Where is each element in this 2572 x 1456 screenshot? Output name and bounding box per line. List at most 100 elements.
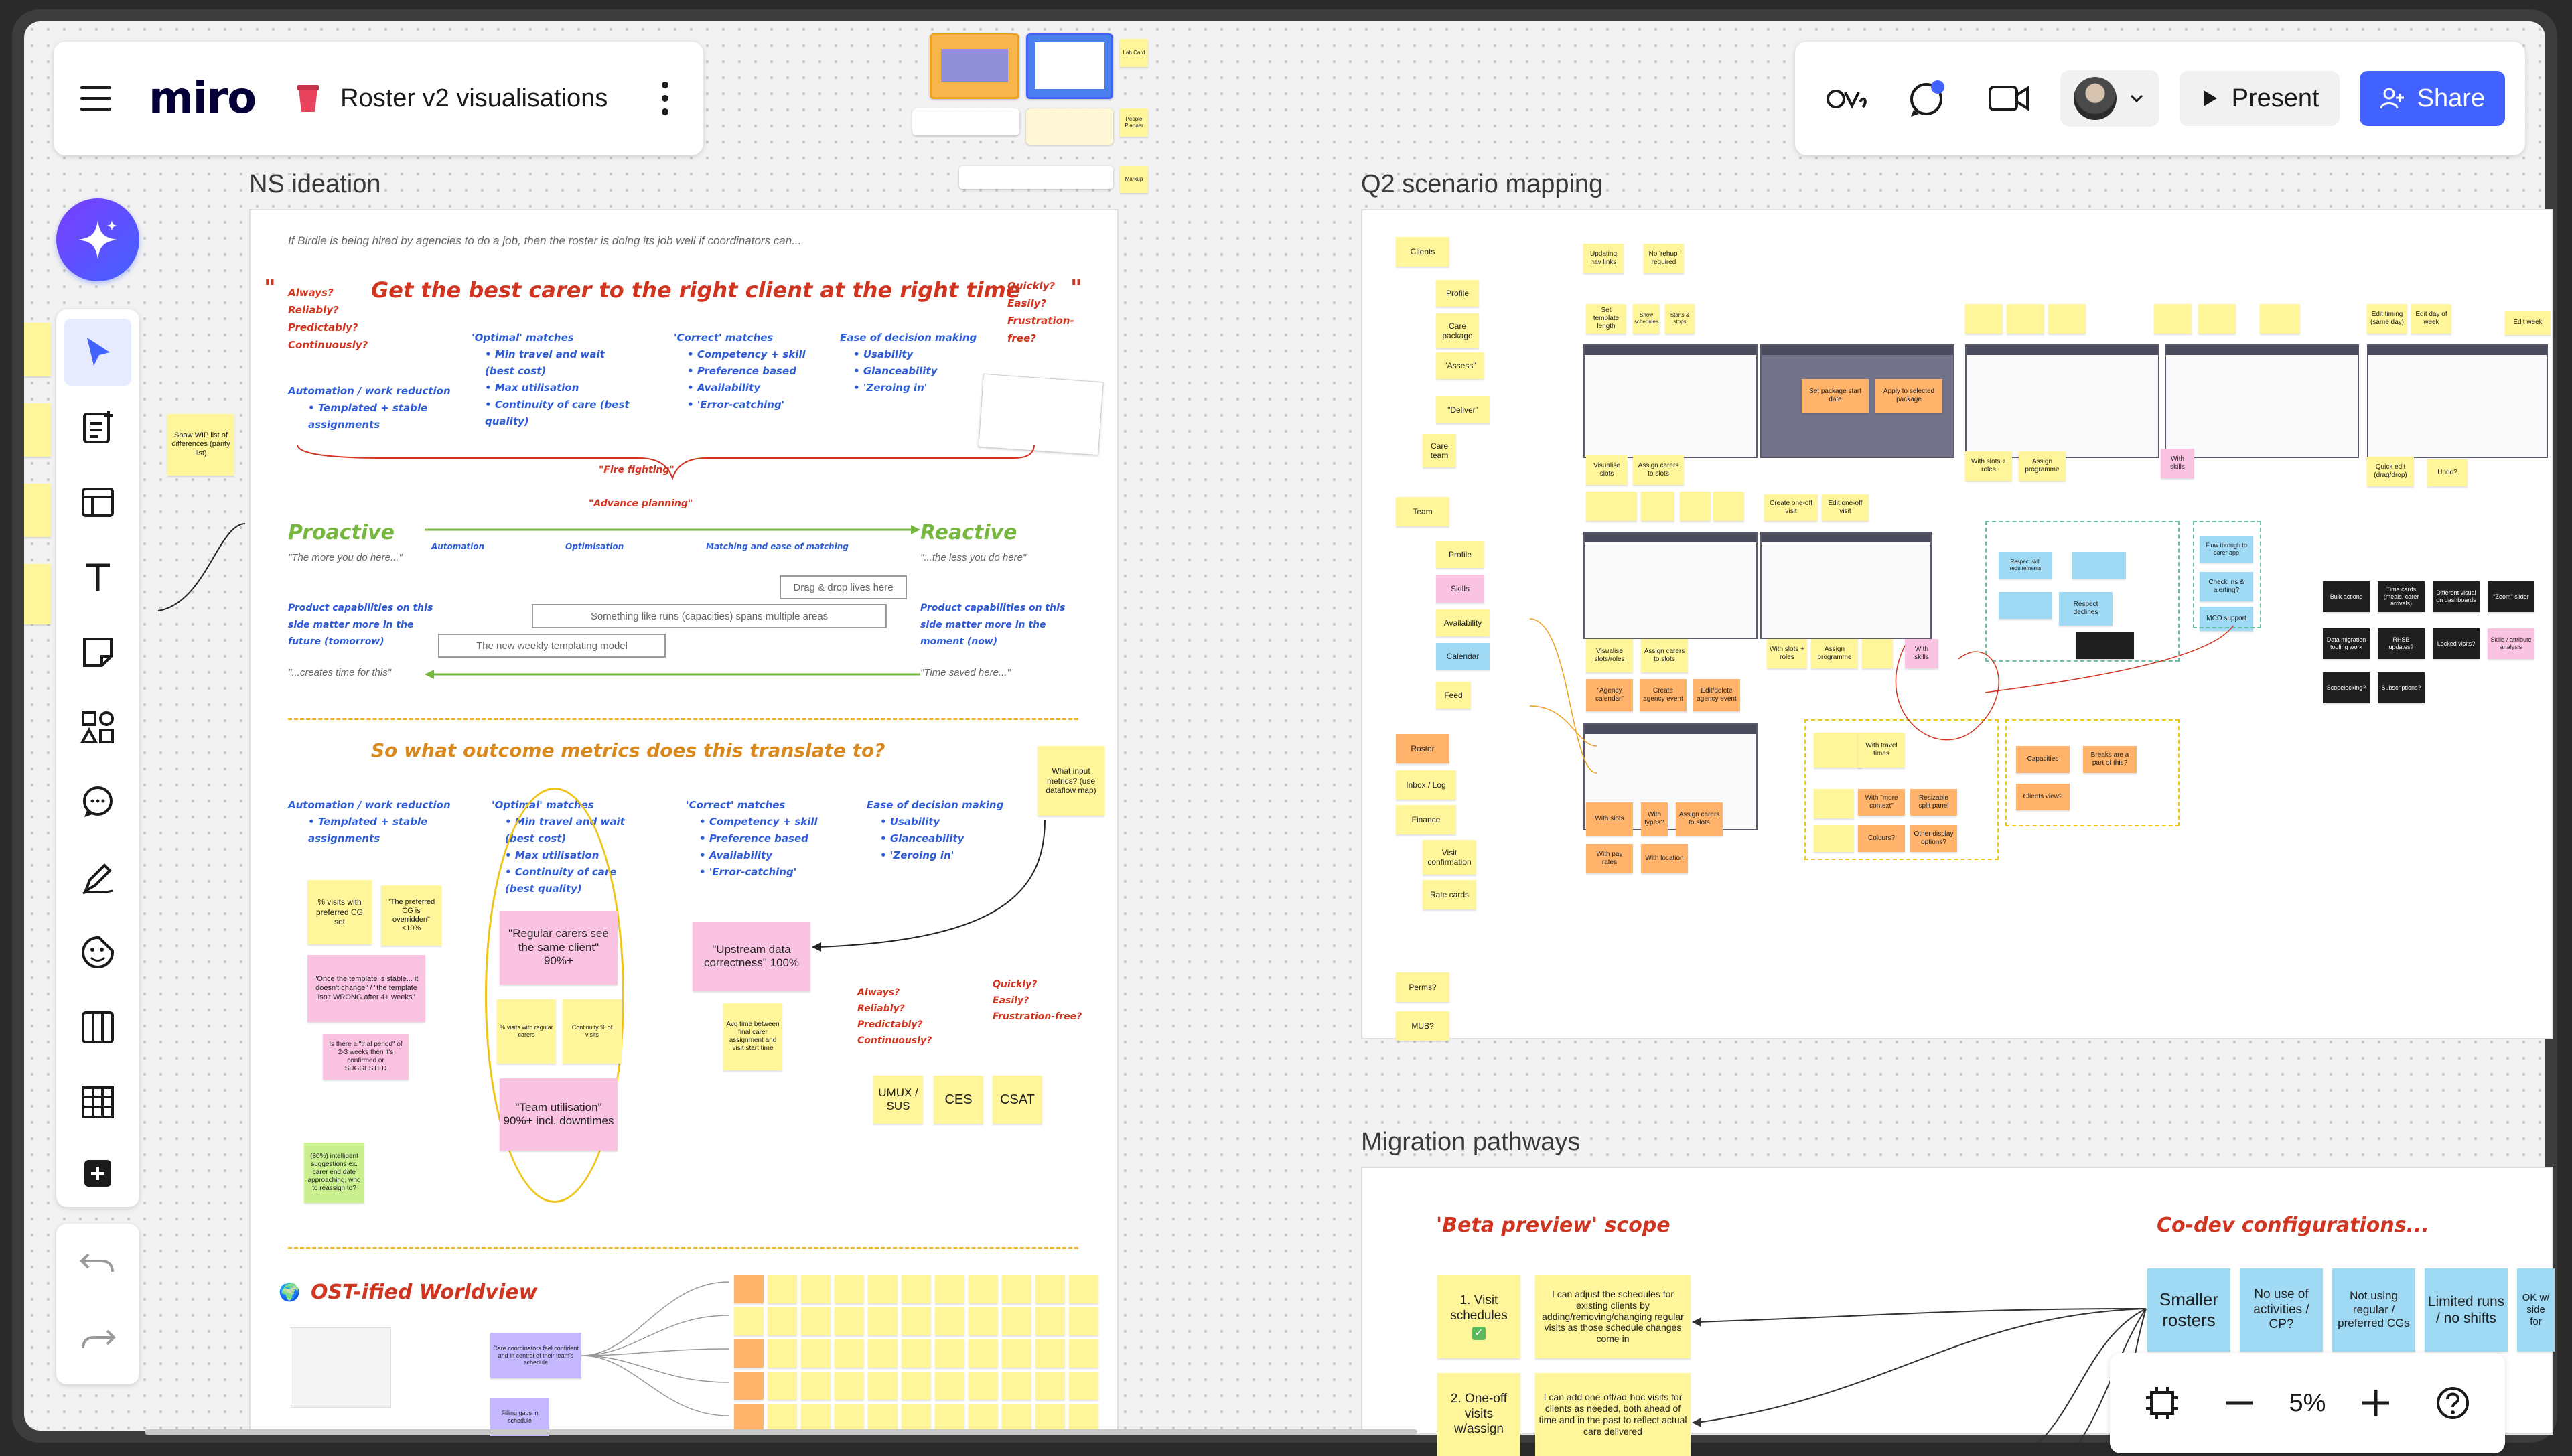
q2-sticky-slots-roles[interactable]: With slots + roles (1965, 451, 2012, 481)
redo-icon[interactable] (71, 1312, 125, 1366)
q2-left-sticky[interactable]: Profile (1436, 541, 1484, 568)
ost-sticky[interactable] (868, 1339, 898, 1368)
ai-assist-button[interactable] (56, 198, 139, 281)
sticky-visits[interactable]: % visits with preferred CG set (307, 880, 372, 944)
q2-sticky-dark[interactable]: Subscriptions? (2378, 672, 2425, 703)
kanban-tool[interactable] (64, 994, 131, 1061)
thumbnail-1[interactable] (930, 33, 1019, 99)
sticky-preferred[interactable]: "The preferred CG is overridden" <10% (381, 885, 441, 946)
fit-to-screen-icon[interactable] (2135, 1376, 2189, 1430)
q2-left-sticky[interactable]: Inbox / Log (1396, 770, 1456, 800)
ost-sticky[interactable] (935, 1404, 964, 1432)
ost-sticky[interactable] (1069, 1372, 1098, 1400)
ost-sticky[interactable] (868, 1404, 898, 1432)
frame-title-migration[interactable]: Migration pathways (1361, 1128, 1581, 1156)
templates-tool[interactable] (64, 394, 131, 461)
ost-sticky[interactable] (1069, 1307, 1098, 1335)
q2-left-sticky[interactable]: Profile (1436, 280, 1479, 307)
q2-sticky-flow-carer-app[interactable]: Flow through to carer app (2200, 536, 2253, 563)
sticky-regular-carers[interactable]: "Regular carers see the same client" 90%… (500, 911, 618, 985)
ost-sticky[interactable] (768, 1339, 797, 1368)
sticky-wip-note[interactable]: Show WIP list of differences (parity lis… (167, 414, 234, 476)
q2-sticky-with-skills-2[interactable]: With skills (1905, 639, 1938, 668)
q2-left-sticky[interactable]: Team (1396, 497, 1449, 526)
sticky-ok-side[interactable]: OK w/ side for (2517, 1268, 2555, 1352)
ost-sticky[interactable] (1069, 1275, 1098, 1303)
q2-sticky-dark[interactable]: Time cards (meals, carer arrivals) (2378, 581, 2425, 612)
screenshot-6[interactable] (1583, 532, 1758, 639)
q2-sticky-edit-week[interactable]: Edit week (2505, 311, 2551, 335)
ost-sticky[interactable] (969, 1275, 998, 1303)
sticky-limited-runs[interactable]: Limited runs / no shifts (2425, 1268, 2508, 1352)
sticky-ost-center[interactable]: Care coordinators feel confident and in … (490, 1333, 581, 1378)
zoom-out-icon[interactable] (2212, 1376, 2266, 1430)
q2-sticky-edit-day[interactable]: Edit day of week (2411, 304, 2451, 334)
text-tool[interactable] (64, 544, 131, 611)
ost-sticky[interactable] (969, 1404, 998, 1432)
ost-sticky[interactable] (1035, 1275, 1065, 1303)
sticky-trial[interactable]: Is there a "trial period" of 2-3 weeks t… (323, 1034, 409, 1080)
present-button[interactable]: Present (2179, 71, 2340, 126)
q2-sticky-resizable[interactable]: Resizable split panel (1910, 789, 1957, 816)
q2-sticky-colours[interactable]: Colours? (1858, 825, 1905, 852)
q2-sticky-with-slots[interactable]: With slots (1586, 802, 1633, 836)
ost-sticky[interactable] (835, 1307, 864, 1335)
q2-left-sticky[interactable]: Roster (1396, 734, 1449, 763)
q2-left-sticky[interactable]: Calendar (1436, 643, 1490, 670)
q2-sticky-dark[interactable]: Data migration tooling work (2323, 628, 2370, 659)
user-menu[interactable] (2060, 70, 2159, 127)
shapes-tool[interactable] (64, 694, 131, 761)
ost-sticky[interactable] (734, 1307, 764, 1335)
reactions-icon[interactable] (1815, 68, 1877, 129)
q2-sticky-extra[interactable] (1862, 639, 1893, 668)
hamburger-menu-icon[interactable] (80, 85, 111, 112)
ost-sticky[interactable] (734, 1404, 764, 1432)
ost-sticky[interactable] (768, 1372, 797, 1400)
ost-sticky[interactable] (969, 1339, 998, 1368)
screenshot-4[interactable] (2165, 344, 2359, 458)
ost-sticky[interactable] (1035, 1307, 1065, 1335)
q2-sticky-extra[interactable] (1999, 592, 2052, 619)
ost-sticky[interactable] (734, 1372, 764, 1400)
ost-sticky[interactable] (935, 1275, 964, 1303)
zoom-level[interactable]: 5% (2289, 1388, 2326, 1417)
ost-sticky[interactable] (1002, 1339, 1031, 1368)
q2-left-sticky[interactable]: MUB? (1396, 1011, 1449, 1041)
q2-sticky-assign-programme[interactable]: Assign programme (2019, 451, 2066, 481)
select-tool[interactable] (64, 319, 131, 386)
q2-sticky-respect-skills[interactable]: Respect skill requirements (1999, 552, 2052, 579)
horizontal-scrollbar[interactable] (145, 1429, 1417, 1435)
q2-sticky-dark[interactable]: Locked visits? (2433, 628, 2480, 659)
comments-icon[interactable] (1897, 68, 1958, 129)
q2-sticky-extra[interactable] (1586, 492, 1637, 521)
pen-tool[interactable] (64, 844, 131, 911)
ost-sticky[interactable] (969, 1307, 998, 1335)
frame-ns-ideation[interactable]: If Birdie is being hired by agencies to … (249, 209, 1119, 1436)
ost-sticky[interactable] (801, 1372, 831, 1400)
q2-sticky-nav[interactable]: Updating nav links (1583, 244, 1624, 273)
ost-sticky[interactable] (868, 1307, 898, 1335)
q2-left-sticky[interactable]: Care team (1423, 434, 1456, 467)
q2-sticky-visualise-roles[interactable]: Visualise slots/roles (1586, 639, 1633, 672)
video-call-icon[interactable] (1979, 68, 2040, 129)
drag-drop-box[interactable]: Drag & drop lives here (780, 575, 907, 599)
ost-sticky[interactable] (1069, 1404, 1098, 1432)
sticky-upstream[interactable]: "Upstream data correctness" 100% (693, 922, 810, 991)
sticky-ai[interactable]: (80%) intelligent suggestions ex. carer … (304, 1143, 364, 1203)
ost-sticky[interactable] (1035, 1404, 1065, 1432)
ost-sticky[interactable] (801, 1339, 831, 1368)
undo-icon[interactable] (71, 1236, 125, 1289)
ost-sticky[interactable] (734, 1339, 764, 1368)
frame-title-ns[interactable]: NS ideation (249, 170, 381, 198)
ost-sticky[interactable] (1069, 1339, 1098, 1368)
q2-sticky-visualise[interactable]: Visualise slots (1586, 455, 1628, 485)
screenshot-2[interactable]: Set package start date Apply to selected… (1760, 344, 1954, 458)
ost-sticky[interactable] (835, 1275, 864, 1303)
runs-box[interactable]: Something like runs (capacities) spans m… (532, 604, 887, 628)
ost-sticky[interactable] (969, 1372, 998, 1400)
q2-sticky-more-context[interactable]: With "more context" (1858, 789, 1905, 816)
ost-sticky[interactable] (835, 1339, 864, 1368)
q2-sticky-edit-timing[interactable]: Edit timing (same day) (2367, 304, 2407, 334)
q2-sticky-create-agency-event[interactable]: Create agency event (1640, 679, 1687, 711)
ost-sticky[interactable] (1002, 1307, 1031, 1335)
